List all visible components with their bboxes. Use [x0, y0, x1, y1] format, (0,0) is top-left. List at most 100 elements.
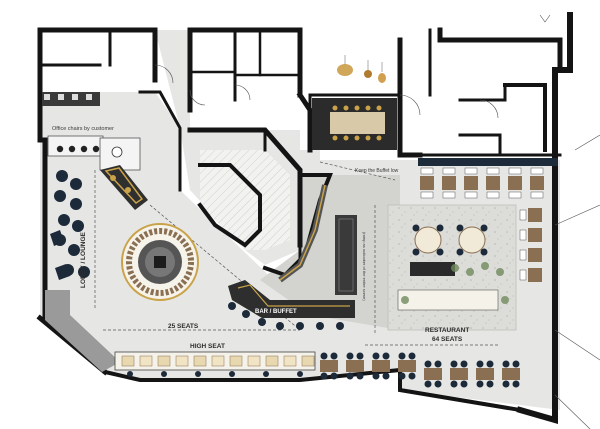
bar-buffet-label: BAR / BUFFET: [255, 309, 297, 315]
chair: [420, 167, 434, 175]
chair: [519, 209, 527, 221]
high-stool: [211, 355, 225, 367]
chair: [480, 248, 488, 256]
chair: [460, 360, 468, 368]
plant: [496, 268, 504, 276]
high-stool: [301, 355, 315, 367]
dining-chair: [343, 135, 349, 141]
private-dining: [312, 98, 397, 150]
chair: [502, 360, 510, 368]
bar-buffet: [228, 184, 357, 330]
restaurant-south-tables: [320, 352, 520, 388]
dining-chair: [332, 135, 338, 141]
high-stool: [139, 355, 153, 367]
bar-stool: [296, 322, 304, 330]
table: [528, 208, 542, 222]
chair: [502, 380, 510, 388]
high-stool: [175, 355, 189, 367]
chair: [456, 224, 464, 232]
bar-stool: [228, 302, 236, 310]
high-stool: [283, 355, 297, 367]
chair: [486, 380, 494, 388]
dining-chair: [365, 135, 371, 141]
chair: [424, 360, 432, 368]
lounge-chair: [68, 244, 80, 256]
chair: [486, 167, 500, 175]
lounge-sofa: [50, 230, 64, 246]
chair: [450, 360, 458, 368]
chair: [519, 229, 527, 241]
chair: [519, 249, 527, 261]
chair: [476, 380, 484, 388]
chair: [530, 167, 544, 175]
dining-chair: [343, 105, 349, 111]
plant: [481, 262, 489, 270]
reception-counter: [100, 165, 148, 210]
plant: [401, 296, 409, 304]
high-stool: [193, 355, 207, 367]
high-seat-bar: [114, 351, 316, 377]
table: [528, 228, 542, 242]
high-stool: [121, 355, 135, 367]
chair: [412, 224, 420, 232]
high-seat-label: HIGH SEAT: [190, 343, 225, 350]
lounge-chair: [70, 198, 82, 210]
chair: [330, 372, 338, 380]
dining-chair: [354, 135, 360, 141]
chair: [356, 352, 364, 360]
chair: [356, 372, 364, 380]
table: [346, 360, 364, 372]
chair: [398, 372, 406, 380]
chair: [382, 352, 390, 360]
restaurant-banquette-north: [418, 158, 558, 199]
chair: [486, 360, 494, 368]
high-stool-seat: [195, 371, 201, 377]
dining-chair: [365, 105, 371, 111]
lounge-chair: [54, 190, 66, 202]
bar-stool: [258, 318, 266, 326]
dining-chair: [354, 105, 360, 111]
chair: [372, 352, 380, 360]
dining-chair: [332, 105, 338, 111]
restaurant-east-tables: [519, 208, 542, 282]
chair: [424, 380, 432, 388]
chair: [442, 191, 456, 199]
dining-chair: [376, 105, 382, 111]
plant: [501, 296, 509, 304]
table: [486, 176, 500, 190]
chair: [346, 372, 354, 380]
chair: [398, 352, 406, 360]
table: [398, 360, 416, 372]
lounge-chair: [56, 170, 68, 182]
table: [442, 176, 456, 190]
chair: [530, 191, 544, 199]
plant: [451, 264, 459, 272]
table: [320, 360, 338, 372]
chair: [320, 352, 328, 360]
chair: [436, 248, 444, 256]
office-chairs-note: Office chairs by customer: [52, 126, 114, 132]
table: [372, 360, 390, 372]
dining-chair: [376, 135, 382, 141]
chair: [330, 352, 338, 360]
chair: [412, 248, 420, 256]
bar-stool: [276, 322, 284, 330]
chair: [320, 372, 328, 380]
chair: [420, 191, 434, 199]
table: [424, 368, 442, 380]
chair: [480, 224, 488, 232]
restaurant-label: RESTAURANT: [425, 327, 469, 334]
bar-stool: [316, 322, 324, 330]
restaurant-seats-label: 64 SEATS: [432, 336, 463, 343]
chair: [450, 380, 458, 388]
stair-core: [200, 150, 290, 250]
table: [502, 368, 520, 380]
lounge-chair: [58, 214, 70, 226]
high-stool: [229, 355, 243, 367]
high-stool-seat: [127, 371, 133, 377]
chair: [519, 269, 527, 281]
chair: [408, 352, 416, 360]
door-swings: [154, 14, 600, 429]
restaurant-island-furniture: [397, 224, 509, 311]
